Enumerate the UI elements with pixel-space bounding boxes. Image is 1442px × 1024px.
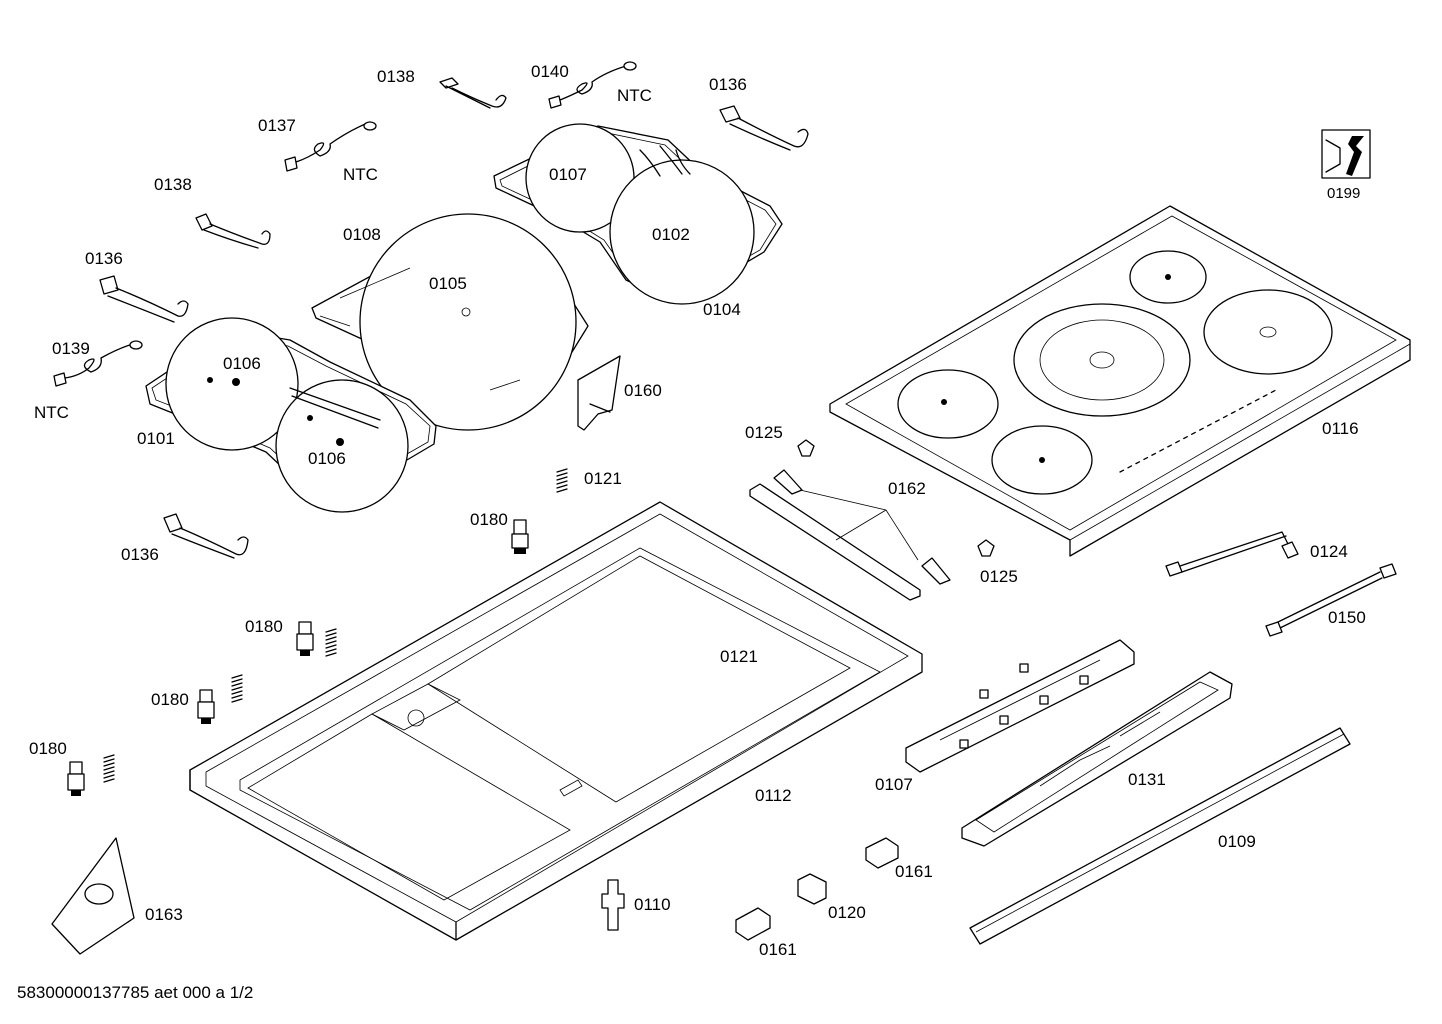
label-0124: 0124 [1310, 542, 1348, 561]
cable-0150 [1265, 563, 1397, 637]
spring-0121-top [556, 468, 568, 493]
label-0140: 0140 [531, 62, 569, 81]
label-0163: 0163 [145, 905, 183, 924]
connector-0136-left [99, 275, 189, 323]
label-0125-top: 0125 [745, 423, 783, 442]
label-0121-mid: 0121 [720, 647, 758, 666]
cap-0161-top [865, 837, 899, 869]
label-0138-top: 0138 [377, 67, 415, 86]
connector-0138-left [195, 213, 271, 249]
label-0138-left: 0138 [154, 175, 192, 194]
document-code: 58300000137785 aet 000 a 1/2 [17, 983, 253, 1002]
label-0131: 0131 [1128, 770, 1166, 789]
label-0107-plate: 0107 [549, 165, 587, 184]
label-0105: 0105 [429, 274, 467, 293]
heating-plate-0101 [145, 317, 437, 513]
label-0120: 0120 [828, 903, 866, 922]
ntc-sensor-0139 [53, 340, 143, 387]
label-0106-bottom: 0106 [308, 449, 346, 468]
label-0102: 0102 [652, 225, 690, 244]
foot-0180-top [511, 519, 529, 554]
label-0139: 0139 [52, 339, 90, 358]
label-0125-bottom: 0125 [980, 567, 1018, 586]
heating-plate-0108 [311, 213, 589, 431]
frame-0112 [189, 501, 923, 941]
label-0104: 0104 [703, 300, 741, 319]
cable-0124 [1165, 531, 1299, 577]
foot-0180-left-a [296, 621, 337, 657]
foot-0180-left-b [197, 674, 243, 724]
label-0110: 0110 [634, 895, 671, 914]
label-ntc-0140: NTC [617, 86, 652, 105]
clip-0125-bottom [977, 539, 995, 557]
control-board-0107 [905, 639, 1135, 773]
label-0116: 0116 [1322, 419, 1359, 438]
clip-0125-top [797, 439, 815, 457]
label-0112: 0112 [755, 786, 792, 805]
label-0150: 0150 [1328, 608, 1366, 627]
label-0137: 0137 [258, 116, 296, 135]
label-0109: 0109 [1218, 832, 1256, 851]
label-0136-left: 0136 [85, 249, 123, 268]
wrench-icon [1321, 129, 1371, 179]
spacer-0110 [601, 879, 625, 931]
label-0180-left-a: 0180 [245, 617, 283, 636]
label-0162: 0162 [888, 479, 926, 498]
rail-0109 [969, 727, 1351, 945]
connector-0120 [797, 873, 827, 905]
label-0180-left-b: 0180 [151, 690, 189, 709]
foot-0180-left-c [67, 754, 115, 796]
housing-0131 [961, 671, 1233, 847]
bracket-0160 [577, 355, 621, 431]
label-0107-board: 0107 [875, 775, 913, 794]
ntc-sensor-0137 [284, 121, 377, 172]
label-0136-top-right: 0136 [709, 75, 747, 94]
label-0101: 0101 [137, 429, 175, 448]
icon-label-0199: 0199 [1327, 185, 1360, 202]
label-0106-top: 0106 [223, 354, 261, 373]
cap-0161-bottom [735, 907, 771, 941]
label-ntc-0139: NTC [34, 403, 69, 422]
label-0136-bottom-left: 0136 [121, 545, 159, 564]
label-0108: 0108 [343, 225, 381, 244]
label-ntc-0137: NTC [343, 165, 378, 184]
cover-0163 [51, 837, 135, 955]
connector-0136-top-right [719, 105, 809, 151]
label-0161-bottom: 0161 [759, 940, 797, 959]
heating-plate-0104 [493, 123, 783, 305]
cooktop-glass-0116 [829, 205, 1411, 557]
label-0121-top: 0121 [584, 469, 622, 488]
label-0161-top: 0161 [895, 862, 933, 881]
connector-0136-bottom-left [163, 513, 249, 559]
label-0180-left-c: 0180 [29, 739, 67, 758]
label-0160: 0160 [624, 381, 662, 400]
ntc-sensor-0140 [548, 61, 637, 109]
bracket-rail-0162 [749, 469, 951, 601]
label-0180-top: 0180 [470, 510, 508, 529]
connector-0138-top [439, 77, 507, 109]
